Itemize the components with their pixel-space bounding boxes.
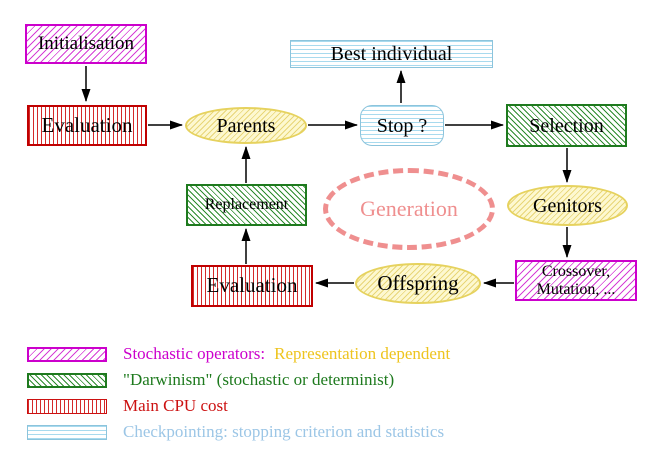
legend-sublabel-representation: Representation dependent: [274, 344, 451, 363]
node-evaluation-top-label: Evaluation: [41, 112, 133, 137]
legend-item-checkpointing: Checkpointing: stopping criterion and st…: [27, 422, 445, 441]
node-offspring: Offspring: [355, 263, 481, 304]
node-parents-label: Parents: [216, 114, 276, 137]
legend-item-cpu-cost: Main CPU cost: [27, 396, 228, 415]
node-evaluation-bottom-label: Evaluation: [206, 273, 298, 298]
node-replacement: Replacement: [186, 184, 307, 226]
node-best-individual-label: Best individual: [330, 43, 453, 65]
node-crossover-line1: Crossover,: [541, 262, 611, 280]
node-crossover-mutation: Crossover, Mutation, ...: [515, 260, 637, 301]
legend-label-cpu-cost: Main CPU cost: [123, 396, 228, 415]
node-replacement-label: Replacement: [204, 196, 289, 214]
node-genitors-label: Genitors: [533, 194, 602, 217]
node-crossover-line2: Mutation, ...: [536, 280, 616, 298]
generation-label: Generation: [360, 195, 458, 221]
node-best-individual: Best individual: [290, 40, 493, 68]
node-stop-label: Stop ?: [376, 114, 428, 137]
node-offspring-label: Offspring: [377, 270, 459, 295]
legend-swatch-red-vertical-lines: [27, 398, 107, 414]
legend-item-stochastic-operators: Stochastic operators: Representation dep…: [27, 344, 451, 363]
node-genitors: Genitors: [507, 185, 628, 226]
legend-swatch-blue-horizontal-lines: [27, 424, 107, 440]
generation-cycle-ellipse: Generation: [323, 168, 495, 250]
legend-label-checkpointing: Checkpointing: stopping criterion and st…: [123, 422, 445, 441]
node-selection: Selection: [506, 104, 627, 147]
node-evaluation-bottom: Evaluation: [191, 265, 313, 307]
node-initialisation-label: Initialisation: [37, 32, 135, 54]
node-evaluation-top: Evaluation: [27, 105, 147, 146]
node-selection-label: Selection: [529, 114, 604, 137]
node-parents: Parents: [185, 107, 307, 144]
legend-swatch-magenta-hatch: [27, 346, 107, 362]
node-stop: Stop ?: [360, 105, 444, 146]
legend-swatch-green-hatch: [27, 372, 107, 388]
legend-item-darwinism: "Darwinism" (stochastic or determinist): [27, 370, 395, 389]
legend-label-stochastic: Stochastic operators:: [123, 344, 266, 363]
node-initialisation: Initialisation: [25, 24, 147, 64]
legend-label-darwinism: "Darwinism" (stochastic or determinist): [123, 370, 395, 389]
